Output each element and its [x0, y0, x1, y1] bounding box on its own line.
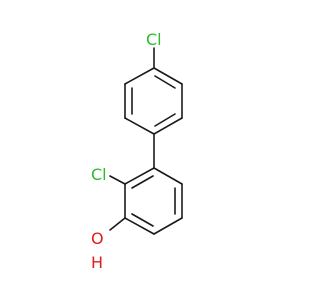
double-bond-inner [131, 175, 154, 189]
chlorine-atom-ortho: Cl [91, 165, 107, 184]
oxygen-atom: O [91, 229, 104, 248]
upper-phenyl-ring [124, 47, 183, 135]
double-bond-inner [154, 75, 176, 89]
c-cl-bond-ortho [109, 175, 126, 185]
hydrogen-atom: H [91, 253, 103, 272]
bond [124, 167, 155, 185]
double-bond-inner [154, 113, 176, 127]
bond [124, 67, 155, 85]
bond [124, 217, 155, 235]
bond [153, 117, 183, 135]
lower-phenyl-ring [124, 167, 183, 235]
c-o-bond [109, 217, 126, 231]
chlorine-atom-para: Cl [146, 30, 162, 49]
bond [124, 117, 155, 135]
bond [153, 67, 183, 85]
molecule-diagram: Cl Cl O H [91, 30, 183, 272]
structure-canvas: Cl Cl O H [91, 30, 183, 272]
double-bond-inner [131, 213, 154, 227]
bond [153, 167, 183, 185]
bond [153, 217, 183, 235]
